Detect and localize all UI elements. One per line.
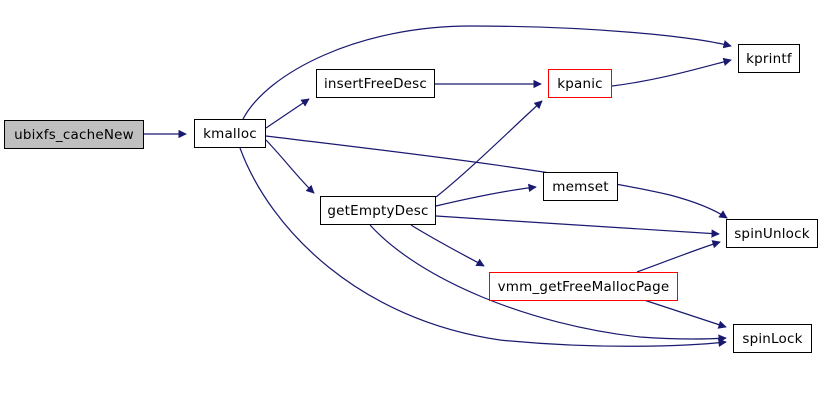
node-spinLock[interactable]: spinLock — [733, 324, 812, 353]
node-insertFreeDesc[interactable]: insertFreeDesc — [316, 69, 435, 98]
node-label: insertFreeDesc — [323, 75, 428, 92]
call-edge-kmalloc-to-insertFreeDesc — [265, 98, 310, 129]
call-edge-kmalloc-to-kprintf — [242, 25, 732, 120]
call-edge-kmalloc-to-getEmptyDesc — [265, 139, 315, 194]
call-edge-kpanic-to-kprintf — [611, 57, 732, 87]
node-label: spinLock — [742, 330, 803, 347]
node-ubixfs-cacheNew[interactable]: ubixfs_cacheNew — [4, 120, 144, 149]
call-edge-vmm_getFreeMallocPage-to-spinUnlock — [636, 240, 721, 273]
node-memset[interactable]: memset — [543, 172, 618, 201]
call-edge-getEmptyDesc-to-vmm_getFreeMallocPage — [410, 224, 485, 267]
node-label: getEmptyDesc — [327, 202, 429, 219]
call-edge-kmalloc-to-spinLock — [239, 147, 727, 348]
node-label: kmalloc — [203, 125, 257, 142]
node-label: kprintf — [746, 50, 792, 67]
node-kpanic[interactable]: kpanic — [548, 69, 612, 98]
node-label: kpanic — [557, 75, 603, 92]
call-edge-getEmptyDesc-to-spinUnlock — [435, 215, 720, 238]
call-edge-getEmptyDesc-to-kpanic — [435, 100, 543, 198]
node-kprintf[interactable]: kprintf — [738, 44, 800, 73]
node-kmalloc[interactable]: kmalloc — [194, 119, 266, 148]
call-edge-vmm_getFreeMallocPage-to-spinLock — [643, 299, 727, 329]
node-label: memset — [552, 178, 609, 195]
node-label: spinUnlock — [734, 225, 810, 242]
node-label: ubixfs_cacheNew — [14, 126, 134, 143]
node-getEmptyDesc[interactable]: getEmptyDesc — [320, 196, 436, 225]
node-vmm-getFreeMallocPage[interactable]: vmm_getFreeMallocPage — [489, 272, 678, 301]
call-edge-getEmptyDesc-to-spinLock — [369, 224, 727, 343]
node-spinUnlock[interactable]: spinUnlock — [726, 219, 818, 248]
node-label: vmm_getFreeMallocPage — [497, 278, 670, 295]
call-edge-getEmptyDesc-to-memset — [435, 183, 537, 207]
